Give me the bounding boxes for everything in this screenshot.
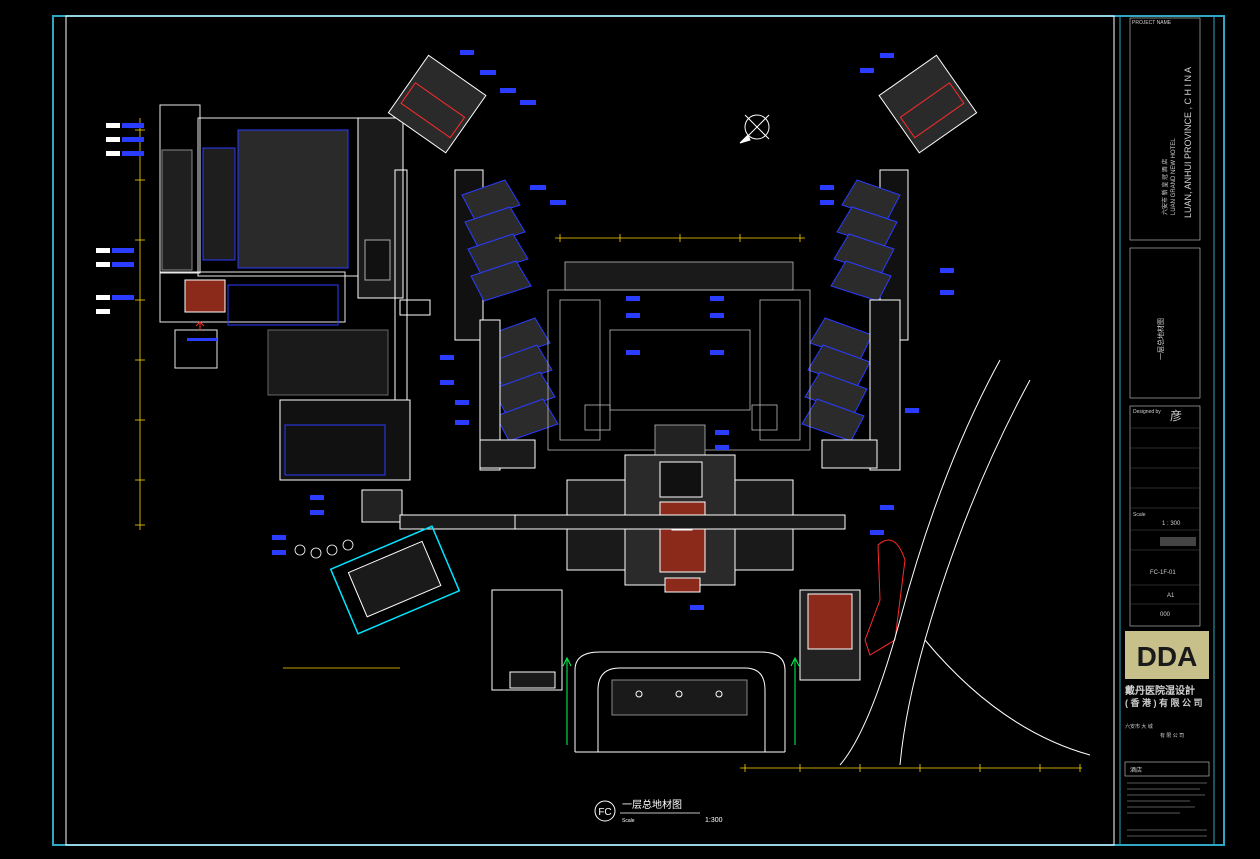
designer-mark: 彦 (1170, 408, 1182, 423)
central-courtyard (547, 261, 811, 456)
entrance-arrows (562, 656, 800, 745)
drawing-number: FC-1F-01 (1150, 570, 1176, 576)
company-logo (1125, 631, 1209, 679)
designed-by-label: Designed by (1133, 409, 1161, 415)
company-name-cn-2: ( 香 港 ) 有 限 公 司 (1125, 697, 1203, 708)
lobby (514, 454, 846, 593)
paper-size: A1 (1167, 593, 1175, 599)
left-guest-wing (387, 54, 559, 471)
pool-area (329, 525, 461, 635)
scale-label: Scale (1133, 512, 1146, 518)
plan-scale-label: Scale (622, 818, 635, 824)
plan-title: FC 一层总地材图 Scale 1:300 (594, 798, 723, 824)
stamp-box-text: 酒店 (1130, 766, 1142, 774)
left-block (159, 104, 404, 396)
revision-number: 000 (1160, 612, 1171, 618)
title-block: PROJECT NAME LUAN GRAND NEW HOTEL 六安市 新 … (1119, 15, 1215, 846)
inner-frame (65, 15, 1115, 846)
project-name-cn: 六安市 新 皇 冠 酒 店 (1161, 159, 1169, 215)
outer-frame (52, 15, 1225, 846)
south-left-block (491, 589, 861, 691)
annotation-tags (272, 50, 954, 610)
plan-code: FC (598, 807, 611, 818)
project-location: LUAN, ANHUI PROVINCE , C H I N A (1183, 67, 1193, 218)
project-name-en: LUAN GRAND NEW HOTEL (1171, 138, 1177, 215)
pool-circles (294, 539, 354, 559)
ramp-road (839, 359, 1091, 766)
plan-scale-value: 1:300 (705, 817, 723, 824)
plan-title-text: 一层总地材图 (622, 798, 682, 811)
top-dimension (555, 234, 805, 242)
client-name-2: 有 限 公 司 (1160, 732, 1184, 739)
company-name-cn: 戴丹医院湿设計 (1125, 684, 1195, 697)
client-name: 六安市 大 城 (1125, 723, 1153, 730)
drawing-title-vertical: 一层总地材图 (1156, 318, 1165, 360)
left-dimension (135, 118, 145, 530)
project-name-label: PROJECT NAME (1132, 20, 1172, 26)
logo-text: DDA (1137, 641, 1198, 672)
right-guest-wing (801, 54, 978, 471)
bottom-dimension (283, 667, 1082, 772)
scale-value: 1 : 300 (1162, 521, 1181, 527)
north-arrow-icon (739, 114, 770, 144)
left-labels (96, 123, 144, 314)
plan-code-bubble (594, 800, 616, 822)
south-entrance (574, 651, 786, 753)
